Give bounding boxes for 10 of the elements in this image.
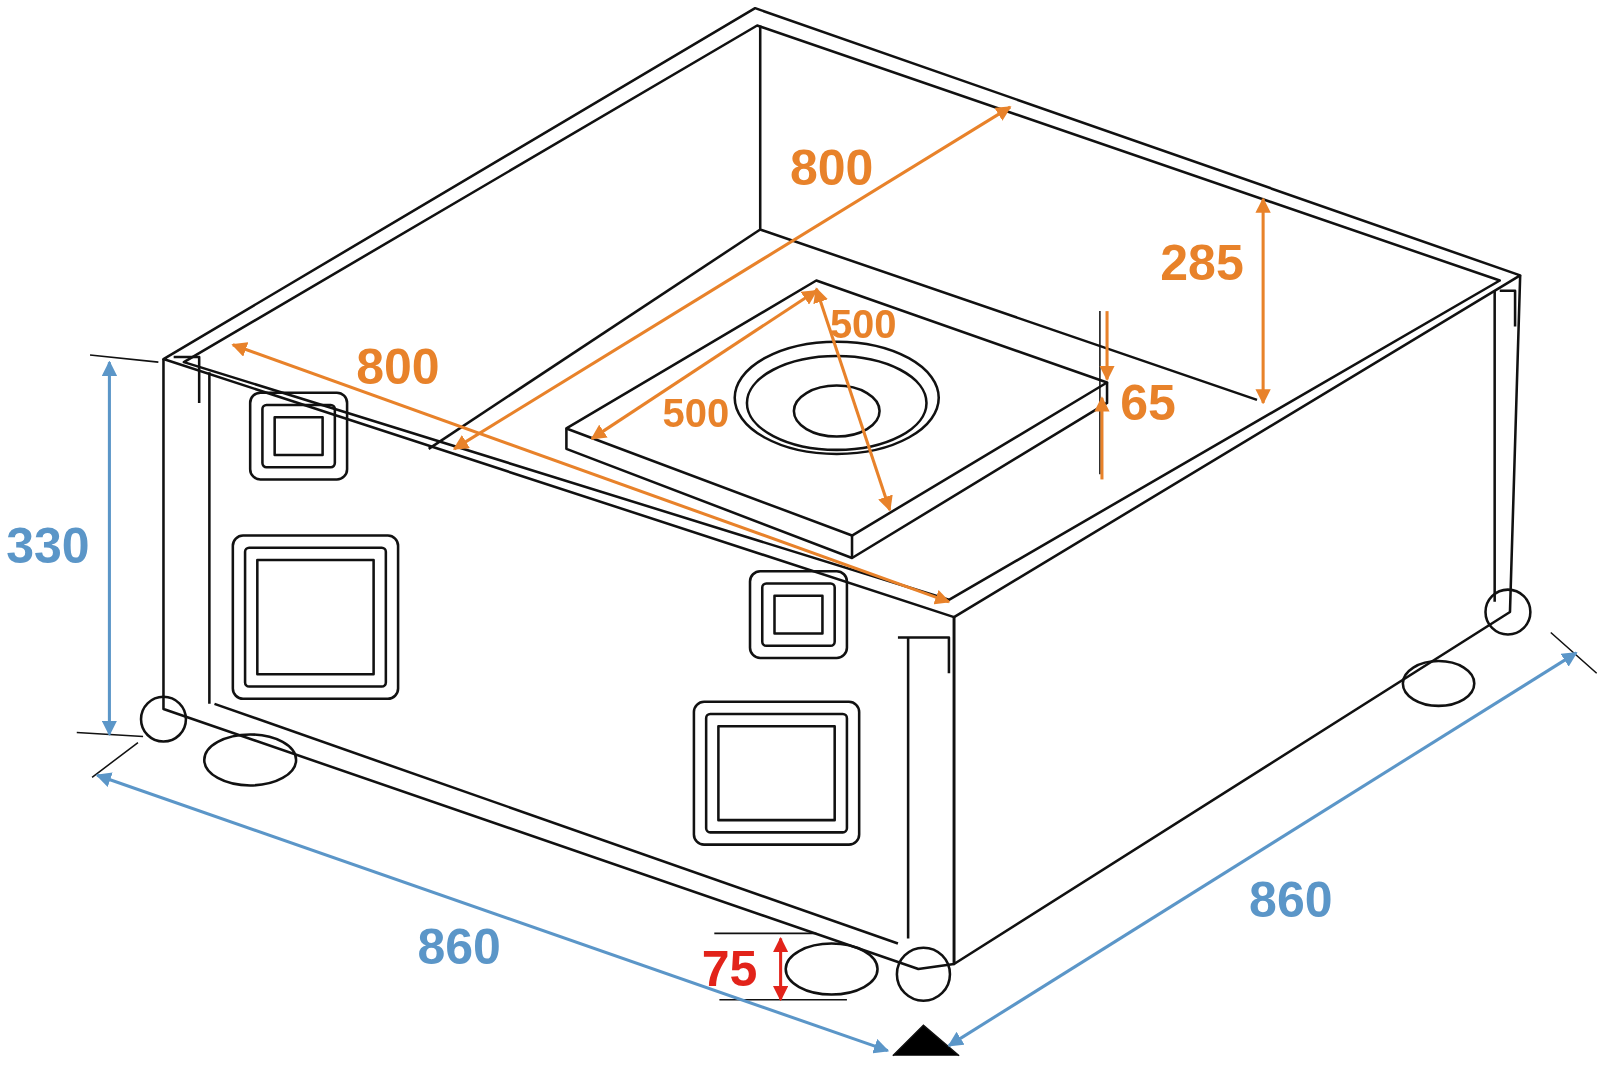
dimension-label: 800 bbox=[789, 143, 874, 194]
dimension-label: 800 bbox=[356, 342, 440, 393]
dimension-label: 860 bbox=[417, 921, 501, 972]
dimension-label: 330 bbox=[6, 520, 90, 571]
dimension-label: 500 bbox=[829, 304, 897, 345]
dimension-label: 75 bbox=[701, 944, 758, 995]
dimension-label: 860 bbox=[1249, 875, 1333, 925]
dimension-label: 500 bbox=[662, 393, 730, 434]
dimension-label: 285 bbox=[1160, 238, 1244, 289]
dimension-label: 65 bbox=[1120, 378, 1176, 429]
